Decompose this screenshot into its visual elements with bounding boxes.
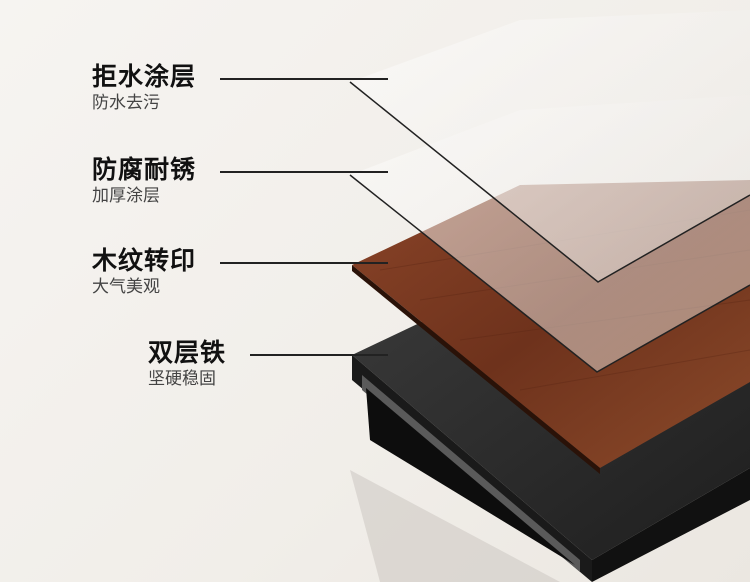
- layer-subtitle: 大气美观: [92, 277, 160, 297]
- layer-subtitle: 防水去污: [92, 93, 160, 113]
- leader-line-2: [220, 171, 388, 173]
- leader-line-1: [220, 78, 388, 80]
- layer-label-double-iron: 双层铁 坚硬稳固: [148, 338, 226, 390]
- layer-subtitle: 加厚涂层: [92, 186, 160, 206]
- leader-line-3: [220, 262, 388, 264]
- water-repellent-layer: [349, 10, 750, 283]
- layer-label-water-repellent: 拒水涂层 防水去污: [92, 62, 196, 114]
- layer-title: 双层铁: [148, 338, 227, 367]
- shadow: [350, 470, 560, 582]
- layer-title: 防腐耐锈: [92, 155, 197, 184]
- layer-title: 拒水涂层: [92, 62, 197, 91]
- layer-label-anti-corrosion: 防腐耐锈 加厚涂层: [92, 155, 196, 207]
- layer-title: 木纹转印: [92, 246, 197, 275]
- layer-label-wood-grain: 木纹转印 大气美观: [92, 246, 196, 298]
- layer-subtitle: 坚硬稳固: [148, 369, 216, 389]
- leader-line-4: [250, 354, 388, 356]
